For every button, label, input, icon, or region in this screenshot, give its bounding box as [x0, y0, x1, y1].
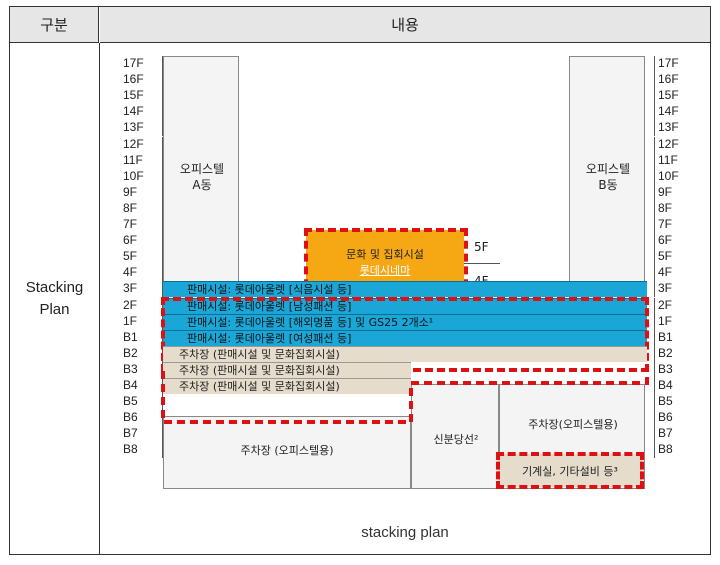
floor-label-right: 17F — [654, 56, 694, 72]
tower-a-line1: 오피스텔 — [179, 162, 225, 176]
floor-label-right: B3 — [654, 361, 694, 378]
floor-label-left: B6 — [120, 410, 163, 427]
floor-label-left: 7F — [120, 217, 163, 233]
floor-label-right: 13F — [654, 120, 694, 137]
parking-office-right-label: 주차장(오피스텔용) — [528, 418, 618, 431]
floor-label-right: B2 — [654, 345, 694, 362]
floor-label-right: 9F — [654, 184, 694, 201]
tower-b-line2: B동 — [598, 178, 618, 192]
floor-label-left: 5F — [120, 249, 163, 266]
floor-label-right: B5 — [654, 394, 694, 411]
parking-row: 주차장 (판매시설 및 문화집회시설) — [163, 345, 647, 362]
floor-label-left: 11F — [120, 152, 163, 169]
floor-label-left: 16F — [120, 72, 163, 89]
floor-label-right: 12F — [654, 136, 694, 153]
floor-label-left: B7 — [120, 426, 163, 443]
substation-label: 신분당선² — [433, 433, 479, 446]
floor-label-left: 4F — [120, 265, 163, 282]
floor-label-right: 7F — [654, 217, 694, 233]
floor-label-left: 10F — [120, 168, 163, 185]
floor-label-right: 10F — [654, 168, 694, 185]
mechanical-dashed-outline — [496, 452, 644, 489]
floor-label-right: 5F — [654, 249, 694, 266]
floor-label-left: 13F — [120, 120, 163, 137]
header-col1: 구분 — [10, 7, 99, 43]
retail-row: 판매시설: 롯데아울렛 [식음시설 등] — [163, 281, 647, 298]
parking-office-left: 주차장 (오피스텔용) — [163, 416, 411, 489]
floor-label-right: 2F — [654, 297, 694, 314]
floor-label-left: 17F — [120, 56, 163, 72]
culture-title: 문화 및 집회시설 — [346, 248, 424, 261]
tower-a-line2: A동 — [192, 178, 212, 192]
floor-label-right: 6F — [654, 233, 694, 250]
column-divider — [99, 43, 100, 554]
floor-label-right: B4 — [654, 378, 694, 394]
caption: stacking plan — [361, 524, 449, 541]
tower-b-line1: 오피스텔 — [585, 162, 631, 176]
floor-label-right: B7 — [654, 426, 694, 443]
floor-label-left: 12F — [120, 136, 163, 153]
parking-row: 주차장 (판매시설 및 문화집회시설) — [163, 378, 411, 395]
mechanical-label: 기계실, 기타설비 등³ — [522, 464, 618, 478]
floor-label-right: B6 — [654, 410, 694, 427]
mechanical-room: 기계실, 기타설비 등³ — [498, 454, 642, 487]
parking-dashed-outline — [161, 371, 649, 424]
header-col2: 내용 — [100, 7, 710, 43]
floor-label-right: 3F — [654, 281, 694, 298]
culture-floor-divider — [464, 263, 500, 264]
row-label-line1: Stacking — [25, 278, 84, 296]
retail-row: 판매시설: 롯데아울렛 [여성패션 등] — [163, 329, 647, 346]
parking-office-left-label: 주차장 (오피스텔용) — [240, 443, 334, 457]
floor-label-left: 3F — [120, 281, 163, 298]
floor-label-left: 6F — [120, 233, 163, 250]
floor-label-right: 14F — [654, 104, 694, 121]
floor-label-left: 8F — [120, 200, 163, 217]
row-label-line2: Plan — [39, 300, 70, 318]
retail-row: 판매시설: 롯데아울렛 [해외명품 등] 및 GS25 2개소¹ — [163, 313, 647, 330]
culture-floor-top: 5F — [474, 240, 489, 254]
floor-label-left: B8 — [120, 442, 163, 459]
floor-label-right: B8 — [654, 442, 694, 459]
floor-label-right: 8F — [654, 200, 694, 217]
floor-label-right: 16F — [654, 72, 694, 89]
parking-row: 주차장 (판매시설 및 문화집회시설) — [163, 361, 411, 378]
floor-label-left: 15F — [120, 88, 163, 105]
table — [9, 6, 711, 555]
floor-label-right: 11F — [654, 152, 694, 169]
floor-label-right: B1 — [654, 329, 694, 346]
floor-label-right: 1F — [654, 313, 694, 330]
floor-label-right: 4F — [654, 265, 694, 282]
floor-label-left: 9F — [120, 184, 163, 201]
culture-sub: 롯데시네마 — [359, 264, 411, 277]
floor-label-left: 14F — [120, 104, 163, 121]
floor-label-right: 15F — [654, 88, 694, 105]
